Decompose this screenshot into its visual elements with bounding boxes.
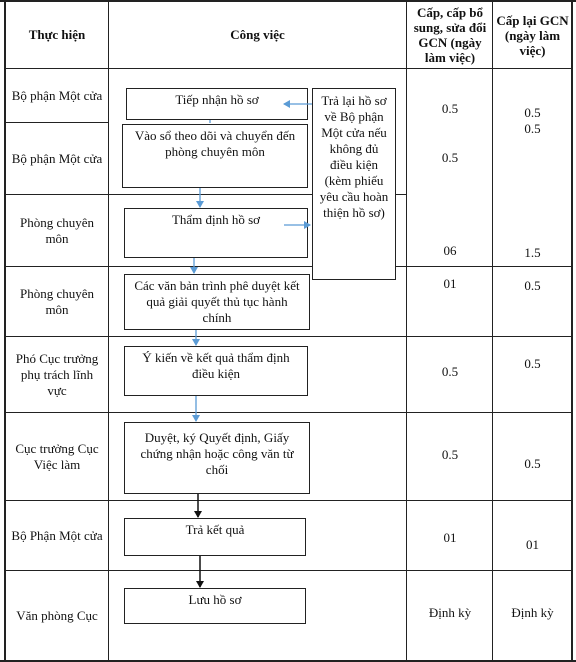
reissue-days-value: 0.5 [524, 278, 541, 293]
reissue-days-value: 01 [526, 537, 539, 552]
task-box: Thẩm định hồ sơ [124, 208, 308, 258]
task-box: Các văn bản trình phê duyệt kết quả giải… [124, 274, 310, 330]
header-reissue-days: Cấp lại GCN (ngày làm việc) [496, 12, 569, 58]
header-task: Công việc [230, 27, 285, 42]
table-border-bottom [0, 660, 576, 662]
actor-cell: Bộ phận Một cửa [11, 87, 103, 103]
table-border-left [4, 0, 6, 662]
issue-days-value: 06 [443, 243, 457, 258]
issue-days-value: 0.5 [441, 150, 459, 165]
row-divider [4, 412, 573, 413]
task-box: Vào sổ theo dõi và chuyển đến phòng chuy… [122, 124, 308, 188]
actor-cell: Cục trưởng Cục Việc làm [15, 440, 99, 472]
task-box: Tiếp nhận hồ sơ [126, 88, 308, 120]
task-box: Trả kết quả [124, 518, 306, 556]
row-divider [4, 68, 573, 69]
col-divider-3 [492, 0, 493, 662]
row-divider [4, 336, 573, 337]
actor-cell: Bộ phận Một cửa [11, 150, 103, 166]
task-box: Lưu hồ sơ [124, 588, 306, 624]
actor-cell: Phòng chuyên môn [19, 214, 95, 246]
row-divider [4, 194, 108, 195]
issue-days-value: 01 [443, 276, 457, 291]
row-divider [4, 266, 573, 267]
reissue-days-value: 0.5 [524, 456, 541, 471]
task-box: Ý kiến về kết quả thẩm định điều kiện [124, 346, 308, 396]
reissue-days-value: Định kỳ [511, 605, 554, 620]
actor-cell: Bộ Phận Một cửa [11, 527, 103, 543]
table-border-top [0, 0, 576, 2]
return-note-box: Trả lại hồ sơ về Bộ phận Một cửa nếu khô… [312, 88, 396, 280]
col-divider-1 [108, 0, 109, 662]
reissue-days-value: 0.5 [524, 105, 541, 120]
reissue-days-value: 0.5 [524, 121, 541, 136]
issue-days-value: Định kỳ [428, 605, 472, 620]
row-divider [4, 122, 108, 123]
task-box: Duyệt, ký Quyết định, Giấy chứng nhận ho… [124, 422, 310, 494]
header-actor: Thực hiện [28, 27, 86, 42]
row-divider [4, 500, 573, 501]
reissue-days-value: 0.5 [524, 356, 541, 371]
issue-days-value: 01 [443, 530, 457, 545]
col-divider-2 [406, 0, 407, 662]
row-divider [108, 194, 406, 195]
issue-days-value: 0.5 [441, 364, 459, 379]
issue-days-value: 0.5 [441, 101, 459, 116]
issue-days-value: 0.5 [441, 447, 459, 462]
actor-cell: Phòng chuyên môn [19, 285, 95, 317]
reissue-days-value: 1.5 [524, 245, 541, 260]
actor-cell: Văn phòng Cục [16, 607, 98, 623]
row-divider [4, 570, 573, 571]
header-issue-days: Cấp, cấp bổ sung, sửa đổi GCN (ngày làm … [413, 5, 487, 65]
actor-cell: Phó Cục trưởng phụ trách lĩnh vực [15, 350, 99, 398]
table-border-right [571, 0, 573, 662]
